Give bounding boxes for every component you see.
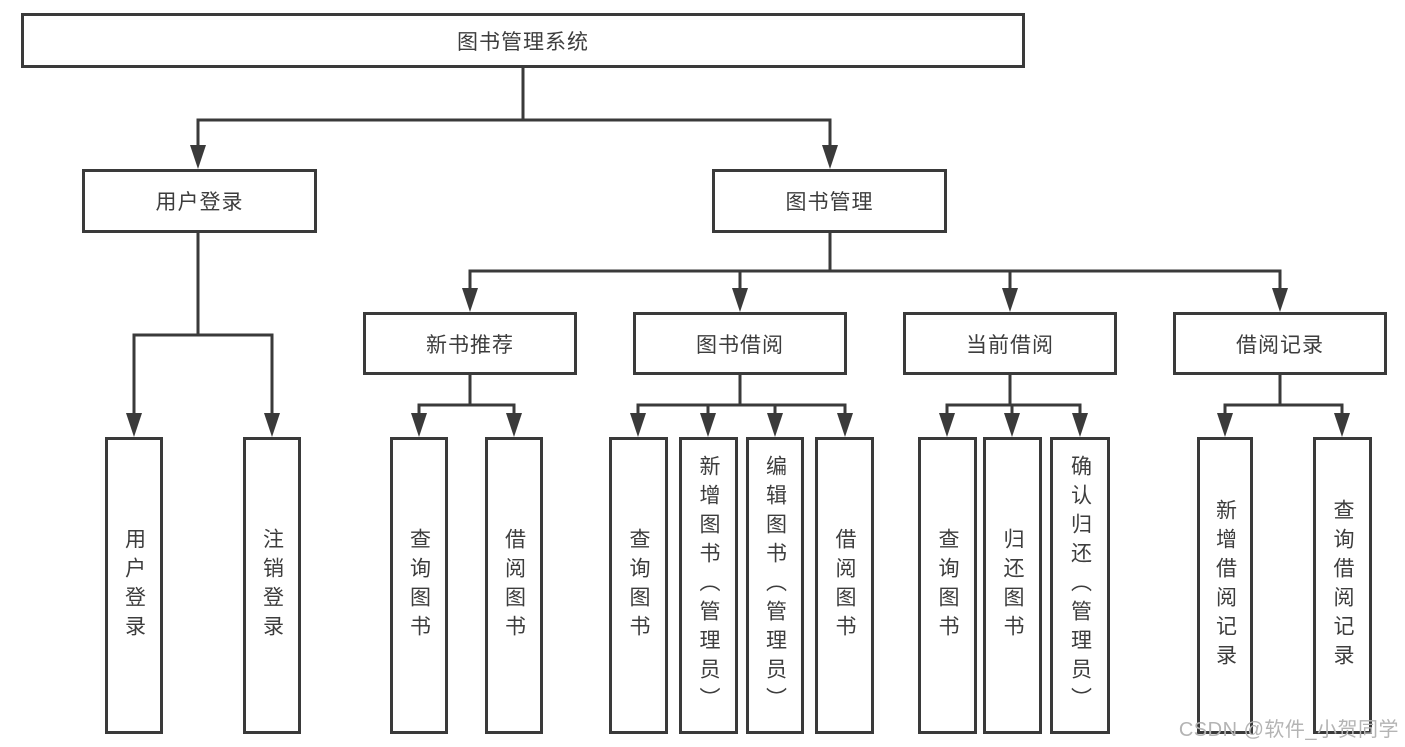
leaf-query-books-2: 查询图书 <box>609 437 668 734</box>
leaf-query-books-3: 查询图书 <box>918 437 977 734</box>
leaf-edit-books-admin: 编辑图书（管理员） <box>746 437 804 734</box>
leaf-query-books-1: 查询图书 <box>390 437 448 734</box>
leaf-borrow-books-1: 借阅图书 <box>485 437 543 734</box>
leaf-confirm-return-admin: 确认归还（管理员） <box>1050 437 1110 734</box>
node-borrow-records: 借阅记录 <box>1173 312 1387 375</box>
leaf-user-login: 用户登录 <box>105 437 163 734</box>
leaf-add-books-admin: 新增图书（管理员） <box>679 437 738 734</box>
node-current-borrowing: 当前借阅 <box>903 312 1117 375</box>
leaf-return-books: 归还图书 <box>983 437 1042 734</box>
node-user-login: 用户登录 <box>82 169 317 233</box>
leaf-add-borrow-record: 新增借阅记录 <box>1197 437 1253 734</box>
leaf-logout: 注销登录 <box>243 437 301 734</box>
node-new-book-recommend: 新书推荐 <box>363 312 577 375</box>
csdn-watermark: CSDN @软件_小贺同学 <box>1178 719 1399 741</box>
node-root: 图书管理系统 <box>21 13 1025 68</box>
leaf-borrow-books-2: 借阅图书 <box>815 437 874 734</box>
node-book-borrowing: 图书借阅 <box>633 312 847 375</box>
leaf-query-borrow-record: 查询借阅记录 <box>1313 437 1372 734</box>
node-book-management: 图书管理 <box>712 169 947 233</box>
